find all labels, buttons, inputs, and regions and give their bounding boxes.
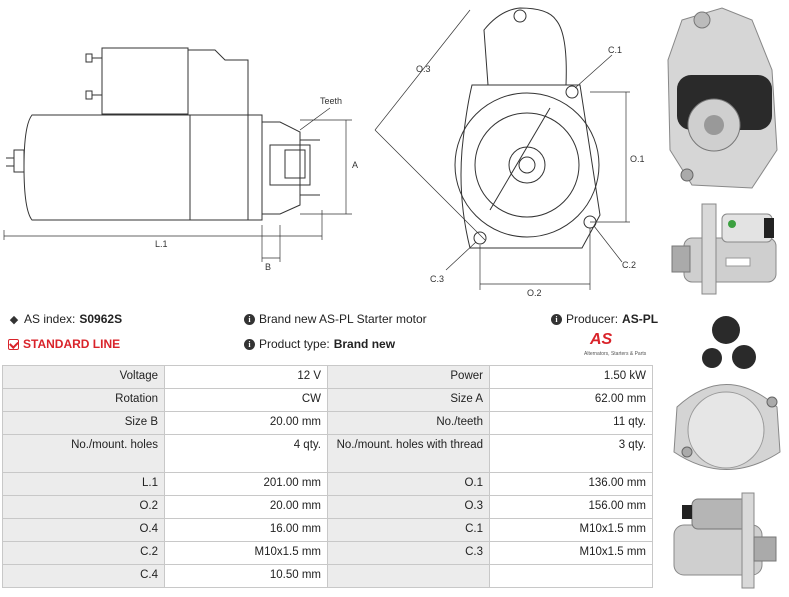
spec-label: Rotation — [2, 388, 165, 412]
spec-label: Voltage — [2, 365, 165, 389]
info-icon: i — [551, 313, 562, 325]
product-photo-rear — [673, 316, 781, 470]
front-view-drawing — [454, 7, 601, 249]
spec-label: No./mount. holes — [2, 434, 165, 473]
table-row: L.1 201.00 mm O.1 136.00 mm — [2, 472, 653, 496]
spec-value: M10x1.5 mm — [489, 541, 653, 565]
specs-table: Voltage 12 V Power 1.50 kW Rotation CW S… — [2, 365, 653, 588]
label-a: A — [352, 160, 358, 170]
product-type-row: i Product type: Brand new — [244, 337, 395, 351]
spec-value: 12 V — [164, 365, 328, 389]
spec-value: 3 qty. — [489, 434, 653, 473]
spec-value: 16.00 mm — [164, 518, 328, 542]
label-c3: C.3 — [430, 274, 444, 284]
side-view-dimensions — [3, 107, 352, 262]
spec-label: O.4 — [2, 518, 165, 542]
product-photos — [662, 0, 789, 597]
check-icon — [8, 338, 19, 350]
description-row: i Brand new AS-PL Starter motor — [244, 312, 427, 326]
table-row: C.4 10.50 mm — [2, 564, 653, 588]
spec-label: C.3 — [327, 541, 490, 565]
spec-value: 20.00 mm — [164, 411, 328, 435]
table-row: O.2 20.00 mm O.3 156.00 mm — [2, 495, 653, 519]
standard-line-label: STANDARD LINE — [23, 337, 121, 351]
spec-value: 4 qty. — [164, 434, 328, 473]
spec-value: 156.00 mm — [489, 495, 653, 519]
spec-label: O.2 — [2, 495, 165, 519]
spec-label — [327, 564, 490, 588]
spec-value: 201.00 mm — [164, 472, 328, 496]
technical-drawing: Teeth A L.1 B O.3 C.1 O.1 C.3 C.2 O.2 — [3, 7, 645, 298]
spec-label: O.3 — [327, 495, 490, 519]
spec-value: 11 qty. — [489, 411, 653, 435]
product-photo-front — [667, 7, 778, 189]
label-l1: L.1 — [155, 239, 168, 249]
spec-value: 62.00 mm — [489, 388, 653, 412]
spec-label: C.2 — [2, 541, 165, 565]
spec-label: Size A — [327, 388, 490, 412]
front-view-dimensions — [374, 9, 630, 290]
spec-label: Size B — [2, 411, 165, 435]
table-row: Rotation CW Size A 62.00 mm — [2, 388, 653, 412]
spec-value — [489, 564, 653, 588]
spec-label: C.4 — [2, 564, 165, 588]
product-type-label: Product type: — [259, 337, 330, 351]
product-photo-angle — [673, 492, 777, 589]
as-pl-logo: AS Alternators, Starters & Parts — [584, 331, 656, 359]
label-teeth: Teeth — [320, 96, 342, 106]
tag-icon: ◆ — [9, 313, 19, 326]
table-row: O.4 16.00 mm C.1 M10x1.5 mm — [2, 518, 653, 542]
label-o3: O.3 — [416, 64, 431, 74]
table-row: No./mount. holes 4 qty. No./mount. holes… — [2, 434, 653, 473]
spec-value: M10x1.5 mm — [164, 541, 328, 565]
side-view-drawing — [6, 47, 320, 221]
as-index-row: ◆ AS index: S0962S — [8, 312, 122, 326]
spec-label: No./mount. holes with thread — [327, 434, 490, 473]
product-photo-side — [671, 203, 777, 295]
spec-label: Power — [327, 365, 490, 389]
logo-mark: AS — [590, 331, 613, 348]
logo-tagline: Alternators, Starters & Parts — [584, 351, 647, 357]
producer-row: i Producer: AS-PL — [551, 312, 658, 326]
as-index-value: S0962S — [79, 312, 123, 326]
spec-label: C.1 — [327, 518, 490, 542]
spec-label: No./teeth — [327, 411, 490, 435]
spec-label: L.1 — [2, 472, 165, 496]
spec-label: O.1 — [327, 472, 490, 496]
label-o2: O.2 — [527, 288, 542, 298]
table-row: Size B 20.00 mm No./teeth 11 qty. — [2, 411, 653, 435]
producer-label: Producer: — [566, 312, 619, 326]
product-type-value: Brand new — [333, 337, 396, 351]
spec-value: 136.00 mm — [489, 472, 653, 496]
label-o1: O.1 — [630, 154, 645, 164]
spec-value: 10.50 mm — [164, 564, 328, 588]
producer-value: AS-PL — [622, 312, 659, 326]
spec-value: M10x1.5 mm — [489, 518, 653, 542]
table-row: Voltage 12 V Power 1.50 kW — [2, 365, 653, 389]
spec-value: CW — [164, 388, 328, 412]
table-row: C.2 M10x1.5 mm C.3 M10x1.5 mm — [2, 541, 653, 565]
label-c1: C.1 — [608, 45, 622, 55]
spec-value: 20.00 mm — [164, 495, 328, 519]
info-icon: i — [244, 313, 255, 325]
spec-value: 1.50 kW — [489, 365, 653, 389]
standard-line-row: STANDARD LINE — [8, 337, 120, 351]
label-c2: C.2 — [622, 260, 636, 270]
description-text: Brand new AS-PL Starter motor — [259, 312, 427, 326]
info-icon: i — [244, 338, 255, 350]
as-index-label: AS index: — [24, 312, 76, 326]
label-b: B — [265, 262, 271, 272]
